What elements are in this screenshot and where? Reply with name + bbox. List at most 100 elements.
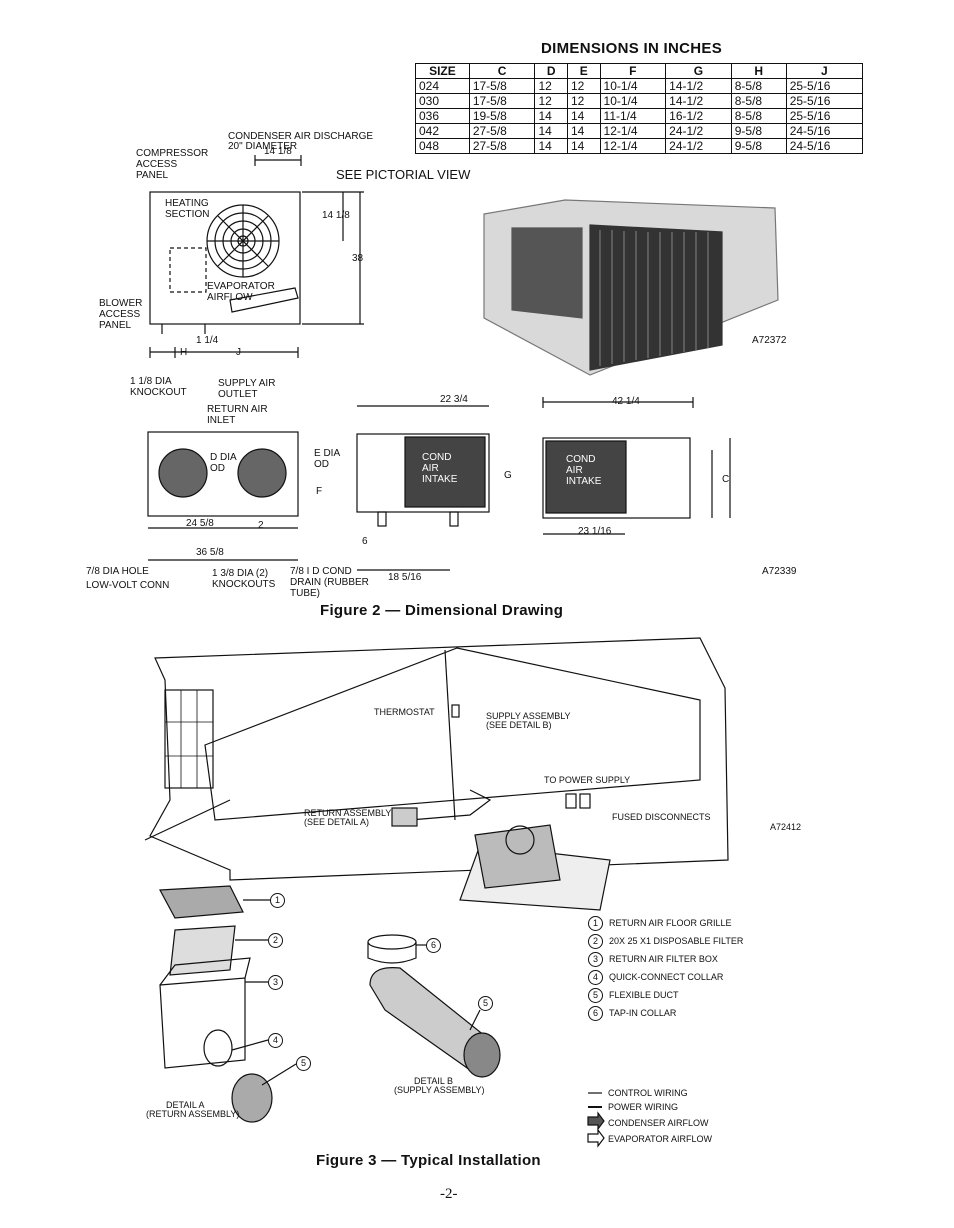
list-item: 220x 25 x1 DISPOSABLE FILTER [588, 932, 788, 950]
label-dim-22-34: 22 3/4 [440, 394, 468, 405]
table-cell: 12-1/4 [599, 123, 667, 139]
label-see-pictorial: SEE PICTORIAL VIEW [336, 167, 471, 182]
label-detail-b: DETAIL B [414, 1076, 454, 1086]
label-dim-g: G [504, 470, 512, 481]
label-cond-air-intake-1: COND AIR INTAKE [422, 452, 458, 485]
collar-part [231, 1073, 273, 1123]
legend-power-wiring: POWER WIRING [608, 1102, 678, 1112]
label-heating-section: HEATING SECTION [165, 198, 210, 220]
label-return-assembly: RETURN ASSEMBLY [304, 808, 392, 818]
label-condenser-discharge: CONDENSER AIR DISCHARGE [228, 131, 374, 142]
label-diameter: 20" DIAMETER [228, 141, 298, 152]
grille-part [159, 885, 244, 919]
part-number: 4 [588, 969, 603, 985]
part-number: 3 [588, 951, 603, 967]
page-number: -2- [440, 1186, 458, 1202]
label-dim-36-58: 36 5/8 [196, 547, 224, 558]
table-cell: 048 [415, 138, 470, 154]
unit-side-view [149, 191, 301, 325]
label-dim-h: H [180, 347, 188, 358]
installed-unit [474, 824, 561, 889]
list-item: 3 RETURN AIR FILTER BOX [588, 950, 788, 968]
label-knockout: 1 1/8 DIA KNOCKOUT [130, 376, 187, 398]
callout-4: 4 [268, 1033, 283, 1048]
list-item: 6 TAP-IN COLLAR [588, 1004, 788, 1022]
list-item: 5 FLEXIBLE DUCT [588, 986, 788, 1004]
label-detail-a: DETAIL A [166, 1100, 205, 1110]
table-cell: 9-5/8 [730, 138, 787, 154]
part-number: 5 [588, 987, 603, 1003]
part-number: 6 [588, 1005, 603, 1021]
callout-1: 1 [270, 893, 285, 908]
label-supply-assembly: SUPPLY ASSEMBLY [486, 711, 571, 721]
label-dim-14-18-side: 14 1/8 [322, 210, 350, 221]
label-blower-access: BLOWER ACCESS PANEL [99, 298, 143, 331]
label-power-supply: TO POWER SUPPLY [544, 775, 631, 785]
label-dim-6: 6 [362, 536, 368, 547]
label-low-volt: LOW-VOLT CONN [86, 580, 170, 591]
label-d-dia: D DIA OD [210, 452, 237, 474]
callout-2: 2 [268, 933, 283, 948]
label-hole: 7/8 DIA HOLE [86, 566, 149, 577]
table-cell: 24-1/2 [665, 123, 732, 139]
label-detail-a-sub: (RETURN ASSEMBLY) [146, 1109, 240, 1119]
label-dim-24-58: 24 5/8 [186, 518, 214, 529]
unit-rear-view [542, 437, 691, 519]
label-see-detail-a: (SEE DETAIL A) [304, 817, 370, 827]
label-dim-38: 38 [352, 253, 364, 264]
drawing-code: A72339 [762, 566, 797, 577]
label-see-detail-b: (SEE DETAIL B) [486, 720, 552, 730]
table-cell: 17-5/8 [468, 78, 536, 94]
label-dim-1-14: 1 1/4 [196, 335, 219, 346]
table-cell: 24-1/2 [665, 138, 732, 154]
callout-6: 6 [426, 938, 441, 953]
label-dim-2: 2 [258, 520, 264, 531]
table-cell: 8-5/8 [730, 93, 787, 109]
part-label: FLEXIBLE DUCT [609, 990, 679, 1000]
label-dim-23-116: 23 1/16 [578, 526, 612, 537]
filter-box-part [159, 977, 246, 1069]
table-cell: 19-5/8 [468, 108, 536, 124]
label-e-dia: E DIA OD [314, 448, 340, 470]
thermostat-icon [451, 704, 460, 718]
label-dim-18-516: 18 5/16 [388, 572, 422, 583]
label-cond-drain: 7/8 I D COND DRAIN (RUBBER TUBE) [290, 566, 369, 599]
table-cell: 14 [534, 138, 568, 154]
label-detail-b-sub: (SUPPLY ASSEMBLY) [394, 1085, 485, 1095]
house-cutaway [149, 637, 729, 881]
legend-control-wiring: CONTROL WIRING [608, 1088, 688, 1098]
label-dim-c: C [722, 474, 730, 485]
installation-code: A72412 [770, 822, 802, 832]
table-cell: 14 [566, 138, 601, 154]
unit-end-view [356, 433, 490, 513]
label-knockouts: 1 3/8 DIA (2) KNOCKOUTS [212, 568, 276, 590]
wiring-legend: CONTROL WIRING POWER WIRING CONDENSER AI… [608, 1086, 712, 1146]
label-fused-disconnects: FUSED DISCONNECTS [612, 812, 711, 822]
label-return-inlet: RETURN AIR INLET [207, 404, 268, 426]
label-cond-air-intake-2: COND AIR INTAKE [566, 454, 602, 487]
callout-5a: 5 [296, 1056, 311, 1071]
part-label: RETURN AIR FILTER BOX [609, 954, 718, 964]
part-number: 2 [588, 933, 603, 949]
legend-evaporator-airflow: EVAPORATOR AIRFLOW [608, 1134, 713, 1144]
figure2-caption: Figure 2 — Dimensional Drawing [320, 602, 564, 619]
label-dim-f: F [316, 486, 323, 497]
unit-front-view [147, 431, 299, 517]
table-cell: 036 [415, 108, 470, 124]
label-evaporator-airflow: EVAPORATOR AIRFLOW [207, 281, 275, 303]
label-dim-14-18-top: 14 1/8 [264, 146, 292, 157]
part-number: 1 [588, 915, 603, 931]
table-cell: 12 [534, 78, 568, 94]
part-label: QUICK-CONNECT COLLAR [609, 972, 724, 982]
callout-5b: 5 [478, 996, 493, 1011]
part-label: TAP-IN COLLAR [609, 1008, 677, 1018]
dimensions-title: DIMENSIONS IN INCHES [541, 40, 723, 57]
figure3-caption: Figure 3 — Typical Installation [316, 1152, 541, 1169]
table-cell: 12-1/4 [599, 138, 667, 154]
label-dim-42-14: 42 1/4 [612, 396, 640, 407]
